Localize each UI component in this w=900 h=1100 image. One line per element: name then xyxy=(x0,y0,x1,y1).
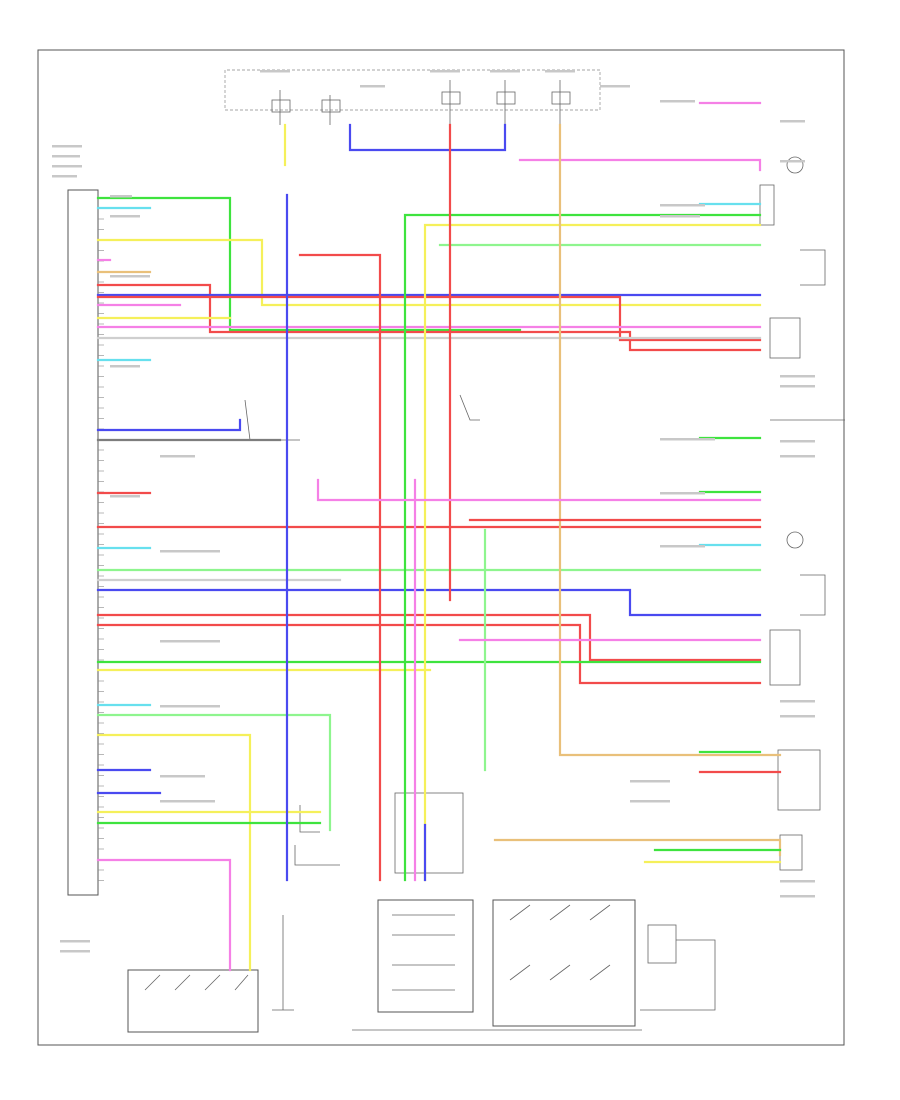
illegible-label-mark xyxy=(660,545,705,548)
illegible-label-mark xyxy=(160,775,205,778)
right-lamp-component xyxy=(786,531,804,549)
illegible-label-mark xyxy=(780,455,815,458)
illegible-label-mark xyxy=(545,70,575,73)
illegible-label-mark xyxy=(660,492,705,495)
wires xyxy=(96,101,782,972)
wire-pink-32 xyxy=(96,858,232,972)
illegible-label-mark xyxy=(780,880,815,883)
illegible-label-mark xyxy=(490,70,520,73)
illegible-label-mark xyxy=(110,275,150,278)
wire-yellow-38 xyxy=(423,223,762,882)
illegible-label-mark xyxy=(110,495,140,498)
illegible-label-mark xyxy=(660,215,700,218)
wire-yellow-27 xyxy=(96,733,252,972)
illegible-label-mark xyxy=(630,800,670,803)
illegible-label-mark xyxy=(110,365,140,368)
bottom-switches xyxy=(127,899,716,1033)
wire-light_green-26 xyxy=(96,713,332,832)
illegible-label-mark xyxy=(780,385,815,388)
illegible-label-mark xyxy=(60,950,90,953)
illegible-label-mark xyxy=(360,85,385,88)
wire-green-37 xyxy=(403,213,762,882)
illegible-label-mark xyxy=(780,160,805,163)
wire-red-21 xyxy=(96,613,762,662)
wire-red-33 xyxy=(298,253,382,882)
wire-red-5 xyxy=(96,283,762,352)
illegible-label-mark xyxy=(60,940,90,943)
illegible-label-mark xyxy=(600,85,630,88)
wire-orange-51 xyxy=(493,838,782,857)
diagram-frame xyxy=(37,49,845,1046)
illegible-label-mark xyxy=(430,70,460,73)
illegible-label-mark xyxy=(780,715,815,718)
right-bottom-switch xyxy=(492,899,636,1027)
wire-red-8 xyxy=(96,295,762,342)
illegible-label-mark xyxy=(260,70,290,73)
illegible-label-mark xyxy=(660,438,715,441)
illegible-label-mark xyxy=(780,895,815,898)
illegible-label-mark xyxy=(160,705,220,708)
illegible-label-mark xyxy=(52,175,77,178)
illegible-label-mark xyxy=(660,204,705,207)
right-components xyxy=(759,156,845,871)
illegible-label-mark xyxy=(780,120,805,123)
illegible-label-mark xyxy=(780,375,815,378)
left-ecu-pins xyxy=(98,197,104,881)
horn-component xyxy=(786,156,804,174)
illegible-label-mark xyxy=(630,780,670,783)
wire-blue-13 xyxy=(96,418,242,432)
illegible-label-mark xyxy=(160,640,220,643)
illegible-label-mark xyxy=(52,145,82,148)
top-fuse-region xyxy=(224,69,601,130)
illegible-label-mark xyxy=(160,455,195,458)
illegible-label-mark xyxy=(110,195,132,198)
illegible-label-mark xyxy=(52,165,82,168)
wire-blue-20 xyxy=(96,588,762,617)
illegible-label-mark xyxy=(160,800,215,803)
illegible-label-mark xyxy=(780,440,815,443)
wire-pink-36 xyxy=(518,158,762,172)
mid-components xyxy=(244,394,480,874)
left-ecu-connector xyxy=(67,189,99,896)
wire-blue-35 xyxy=(348,123,507,152)
illegible-label-mark xyxy=(780,700,815,703)
wire-red-22 xyxy=(96,623,762,685)
wire-yellow-2 xyxy=(96,238,762,307)
illegible-label-mark xyxy=(660,100,695,103)
illegible-label-mark xyxy=(160,550,220,553)
wire-pink-43 xyxy=(316,478,762,502)
wire-green-0 xyxy=(96,196,522,332)
left-bottom-switch xyxy=(127,969,259,1033)
illegible-label-mark xyxy=(110,215,140,218)
illegible-label-mark xyxy=(52,155,80,158)
label-marks xyxy=(52,70,815,953)
center-bottom-switch xyxy=(377,899,474,1013)
wire-orange-40 xyxy=(558,123,782,757)
